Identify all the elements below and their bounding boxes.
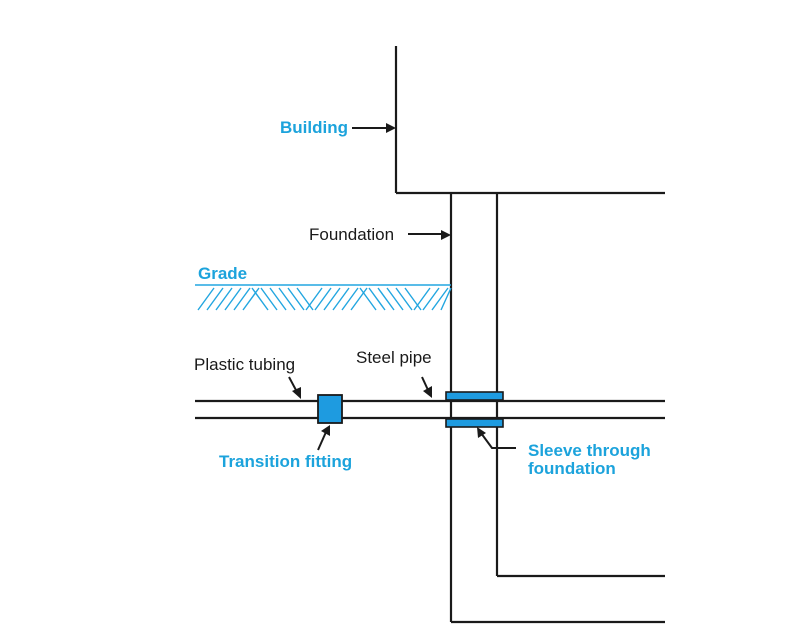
grade-hatch-stroke <box>260 287 278 311</box>
transition-fitting-block <box>317 394 343 424</box>
grade-hatch-stroke <box>332 287 350 311</box>
sleeve-label-line2: foundation <box>528 459 616 478</box>
grade-ground <box>195 284 452 311</box>
grade-hatch-stroke <box>206 287 224 311</box>
grade-hatch-stroke <box>350 287 368 311</box>
grade-hatch-stroke <box>197 287 215 311</box>
grade-hatch-stroke <box>305 287 323 311</box>
grade-hatch-stroke <box>440 287 452 311</box>
sleeve <box>445 391 504 428</box>
sleeve-label-line1: Sleeve through <box>528 441 651 460</box>
steel-pipe-label: Steel pipe <box>356 348 432 367</box>
grade-hatching <box>197 287 452 311</box>
grade-hatch-stroke <box>431 287 449 311</box>
grade-hatch-stroke <box>242 287 260 311</box>
grade-hatch-stroke <box>296 287 314 311</box>
grade-hatch-stroke <box>395 287 413 311</box>
grade-hatch-stroke <box>368 287 386 311</box>
grade-hatch-stroke <box>386 287 404 311</box>
grade-hatch-stroke <box>314 287 332 311</box>
grade-hatch-stroke <box>224 287 242 311</box>
foundation-label: Foundation <box>309 225 394 244</box>
grade-hatch-stroke <box>341 287 359 311</box>
grade-hatch-stroke <box>377 287 395 311</box>
grade-hatch-stroke <box>251 287 269 311</box>
grade-hatch-stroke <box>413 287 431 311</box>
grade-hatch-stroke <box>278 287 296 311</box>
grade-hatch-stroke <box>269 287 287 311</box>
foundation-walls <box>449 193 665 624</box>
plastic-tubing-label: Plastic tubing <box>194 355 295 374</box>
leader-arrows <box>288 123 516 451</box>
grade-hatch-stroke <box>233 287 251 311</box>
grade-hatch-stroke <box>404 287 422 311</box>
gas-service-pipe <box>195 399 665 420</box>
grade-hatch-stroke <box>215 287 233 311</box>
grade-label: Grade <box>198 264 247 283</box>
grade-hatch-stroke <box>287 287 305 311</box>
grade-hatch-stroke <box>323 287 341 311</box>
grade-hatch-stroke <box>422 287 440 311</box>
grade-hatch-stroke <box>359 287 377 311</box>
building-outline <box>394 46 665 195</box>
transition-fitting-label: Transition fitting <box>219 452 352 471</box>
building-label: Building <box>280 118 348 137</box>
